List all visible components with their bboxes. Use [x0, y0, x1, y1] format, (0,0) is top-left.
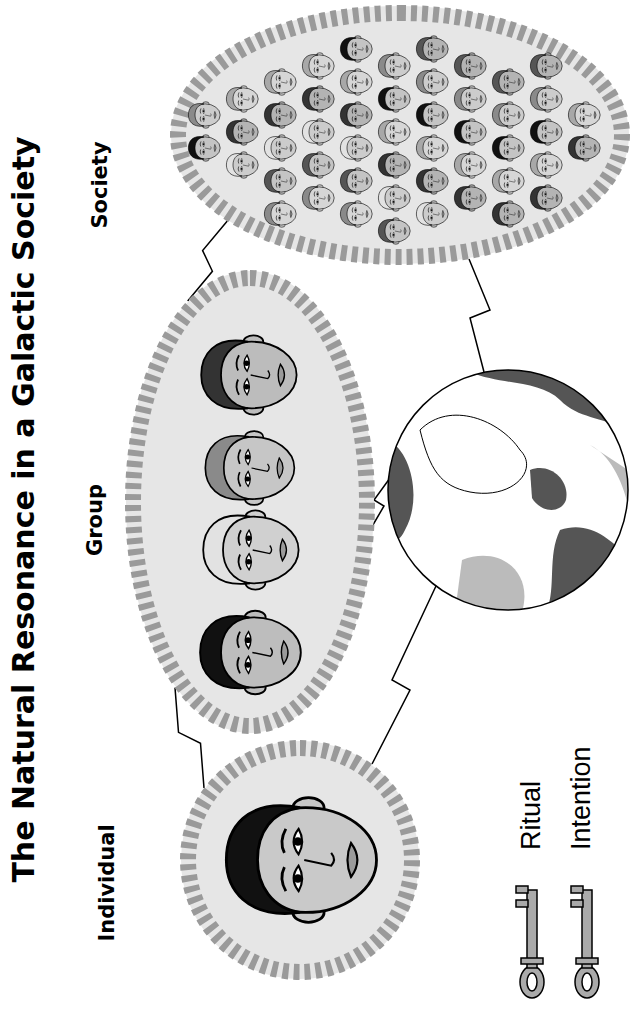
face-figure [454, 119, 486, 145]
face-figure [378, 119, 410, 145]
face-figure [568, 102, 600, 128]
circle-node: Society [170, 5, 630, 265]
face-figure [226, 119, 258, 145]
zigzag-line [372, 586, 436, 764]
face-figure [264, 168, 296, 194]
legend-text: Ritual [516, 781, 546, 850]
face-figure [416, 36, 448, 62]
face-figure [264, 69, 296, 95]
node-heading: Individual [95, 824, 119, 941]
face-figure [226, 798, 376, 923]
node-ring [188, 748, 412, 972]
globe [388, 360, 630, 620]
face-figure [530, 53, 562, 79]
face-figure [302, 152, 334, 178]
node-fill [126, 271, 374, 733]
face-figure [226, 86, 258, 112]
face-figure [416, 102, 448, 128]
face-figure [454, 86, 486, 112]
face-figure [203, 510, 298, 589]
face-figure [302, 119, 334, 145]
face-figure [188, 102, 220, 128]
face-figure [492, 102, 524, 128]
face-figure [416, 69, 448, 95]
face-figure [226, 152, 258, 178]
key-icon [571, 886, 599, 998]
face-figure [200, 611, 301, 695]
legend-item: Intention [566, 746, 597, 850]
face-figure [302, 185, 334, 211]
face-figure [530, 119, 562, 145]
face-figure [416, 168, 448, 194]
zigzag-line [469, 259, 490, 372]
face-figure [264, 102, 296, 128]
face-figure [530, 152, 562, 178]
face-figure [340, 201, 372, 227]
face-figure [264, 201, 296, 227]
face-figure [454, 185, 486, 211]
face-figure [201, 335, 296, 414]
circle-node: Group [125, 270, 375, 734]
globe-outline [388, 370, 628, 610]
face-figure [302, 53, 334, 79]
face-figure [378, 86, 410, 112]
face-figure [454, 53, 486, 79]
continent [388, 440, 413, 541]
face-figure [492, 135, 524, 161]
face-figure [340, 69, 372, 95]
face-figure [340, 102, 372, 128]
face-figure [530, 185, 562, 211]
face-figure [378, 152, 410, 178]
face-figure [188, 135, 220, 161]
continent [420, 415, 527, 493]
diagram-title: The Natural Resonance in a Galactic Soci… [6, 0, 41, 1019]
face-figure [340, 135, 372, 161]
face-figure [568, 135, 600, 161]
node-ring [133, 278, 367, 726]
legend-text: Intention [566, 746, 596, 850]
face-figure [492, 69, 524, 95]
face-figure [378, 218, 410, 244]
node-outline [180, 740, 420, 980]
face-figure [416, 201, 448, 227]
node-fill [171, 6, 629, 264]
face-figure [340, 168, 372, 194]
node-ring [178, 13, 622, 257]
face-figure [492, 168, 524, 194]
node-heading: Group [83, 484, 107, 556]
face-figure [340, 36, 372, 62]
face-figure [454, 152, 486, 178]
node-fill [181, 741, 419, 979]
face-figure [264, 135, 296, 161]
node-heading: Society [88, 141, 112, 228]
face-figure [378, 53, 410, 79]
node-outline [125, 270, 375, 734]
face-figure [492, 201, 524, 227]
continent [455, 556, 524, 612]
face-figure [378, 185, 410, 211]
legend-item: Ritual [516, 781, 547, 850]
continent [530, 468, 567, 510]
face-figure [302, 86, 334, 112]
circle-node: Individual [180, 740, 420, 980]
key-icon [516, 886, 544, 998]
face-figure [205, 431, 294, 505]
face-figure [530, 86, 562, 112]
face-figure [416, 135, 448, 161]
node-outline [170, 5, 630, 265]
